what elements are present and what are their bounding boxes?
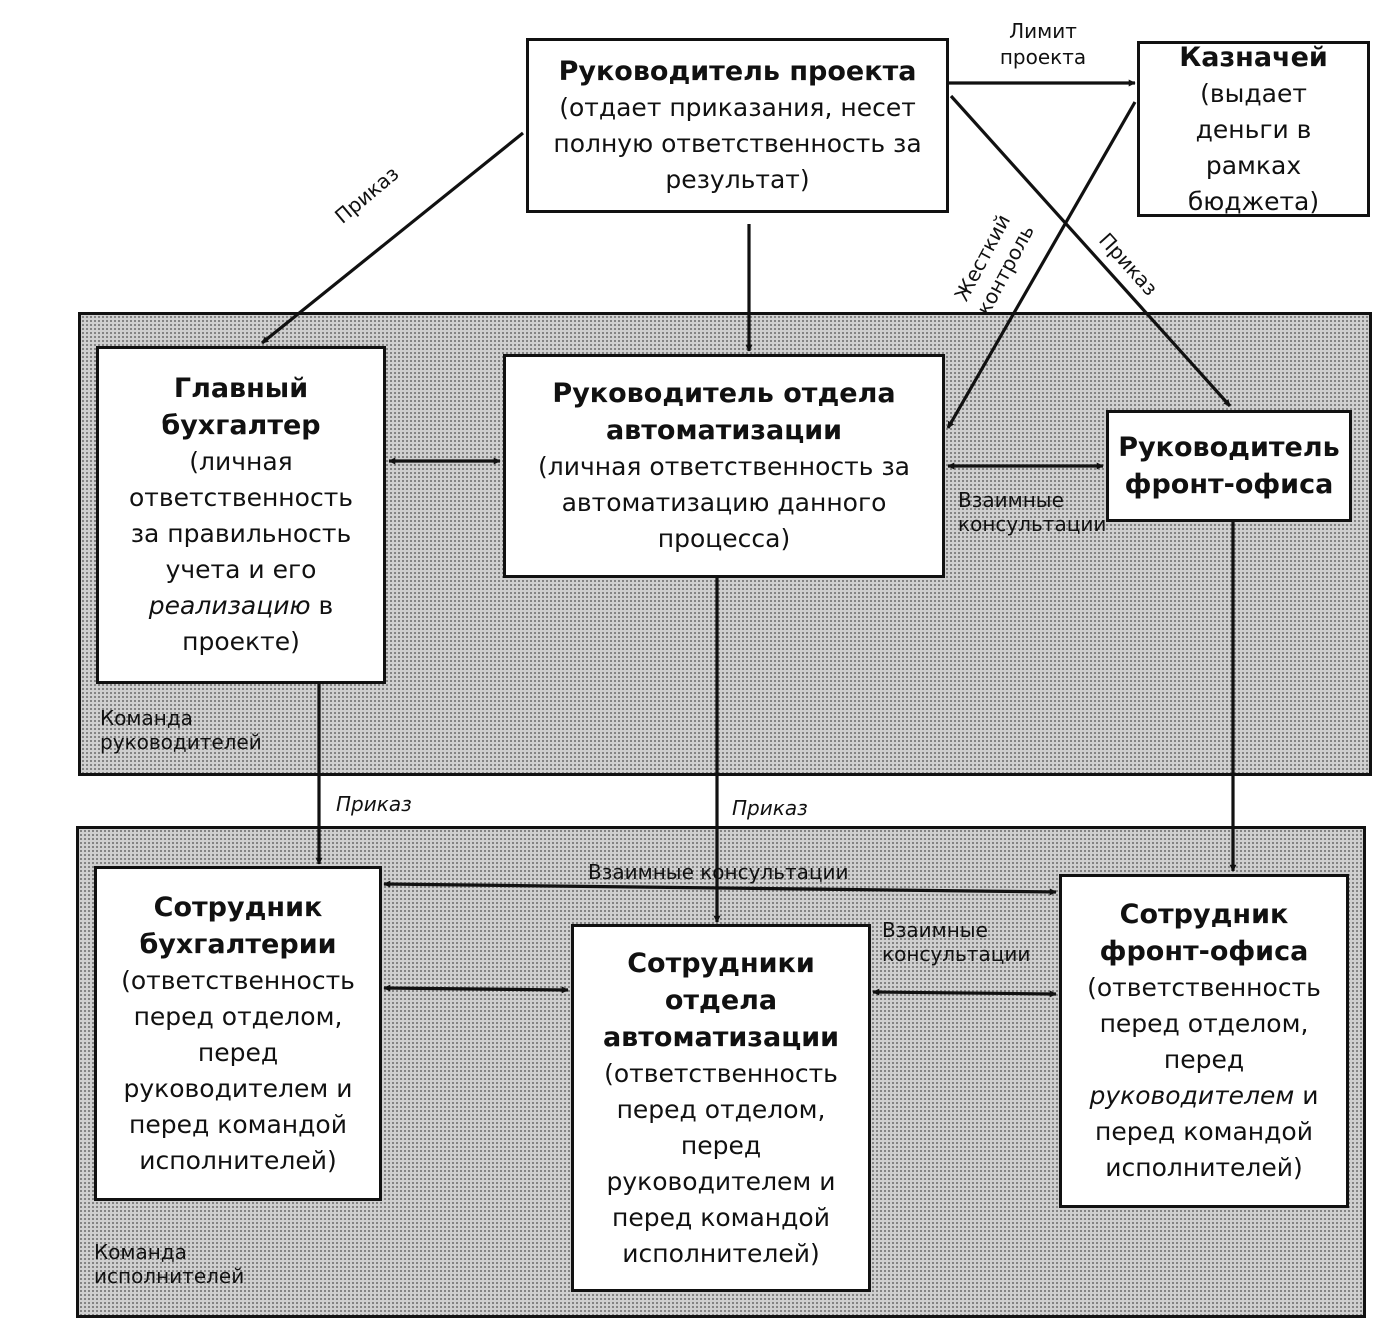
front-office-staff-desc: (ответственность перед отделом, перед ру… xyxy=(1087,973,1321,1182)
project-limit-label: Лимит проекта xyxy=(999,19,1087,69)
treasurer-desc: (выдает деньги в рамках бюджета) xyxy=(1187,78,1320,216)
automation-head-desc: (личная ответственность за автоматизацию… xyxy=(538,452,910,553)
treasurer-box: Казначей (выдает деньги в рамках бюджета… xyxy=(1137,41,1370,217)
arrow-pm-to-front-office-head xyxy=(949,94,1232,408)
project-manager-desc: (отдает приказания, несет полную ответст… xyxy=(553,93,922,194)
arrow-accounting-front-consult xyxy=(383,880,1057,896)
project-manager-title: Руководитель проекта xyxy=(558,56,917,87)
arrow-accounting-automation-consult xyxy=(383,984,569,994)
front-office-staff-box: Сотрудник фронт-офиса (ответственность п… xyxy=(1059,874,1349,1208)
order-chief-label: Приказ xyxy=(336,792,412,816)
treasurer-title: Казначей xyxy=(1179,41,1328,73)
automation-staff-desc: (ответственность перед отделом, перед ру… xyxy=(604,1058,838,1268)
arrow-treasurer-to-automation-head xyxy=(946,101,1137,429)
order-automation-label: Приказ xyxy=(732,796,808,820)
project-manager-box: Руководитель проекта (отдает приказания,… xyxy=(526,38,949,213)
automation-head-title: Руководитель отдела автоматизации xyxy=(552,378,896,446)
arrow-automation-front-staff-consult xyxy=(872,988,1057,998)
chief-accountant-box: Главный бухгалтер (личная ответственност… xyxy=(96,346,386,684)
chief-accountant-desc: (личная ответственность за правильность … xyxy=(129,447,353,656)
automation-staff-box: Сотрудники отдела автоматизации (ответст… xyxy=(571,924,871,1292)
front-office-head-title: Руководитель фронт-офиса xyxy=(1118,432,1340,500)
front-office-head-box: Руководитель фронт-офиса xyxy=(1106,410,1352,522)
mutual-consult-wide-label: Взаимные консультации xyxy=(588,860,849,884)
mutual-consult-bottom-label: Взаимные консультации xyxy=(882,918,1031,966)
accounting-staff-desc: (ответственность перед отделом, перед ру… xyxy=(121,965,355,1175)
executors-team-label: Команда исполнителей xyxy=(94,1240,245,1288)
accounting-staff-box: Сотрудник бухгалтерии (ответственность п… xyxy=(94,866,382,1201)
managers-team-label: Команда руководителей xyxy=(100,706,262,754)
arrow-pm-to-chief-accountant xyxy=(260,131,525,345)
automation-staff-title: Сотрудники отдела автоматизации xyxy=(602,947,840,1053)
accounting-staff-title: Сотрудник бухгалтерии xyxy=(139,891,337,960)
automation-head-box: Руководитель отдела автоматизации (лична… xyxy=(503,354,945,578)
front-office-staff-title: Сотрудник фронт-офиса xyxy=(1099,899,1309,967)
mutual-consult-top-label: Взаимные консультации xyxy=(958,488,1107,536)
chief-accountant-title: Главный бухгалтер xyxy=(161,373,321,441)
